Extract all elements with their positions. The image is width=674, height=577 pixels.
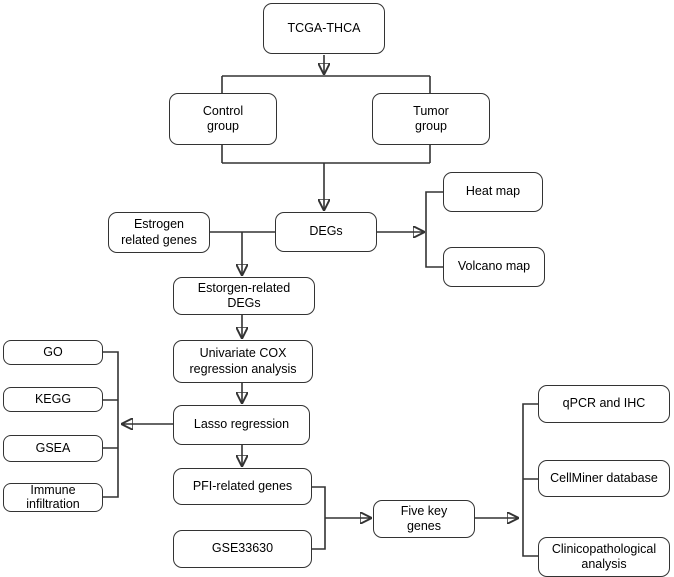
node-tumor-group-label: Tumor group <box>413 103 449 133</box>
node-kegg-label: KEGG <box>34 391 72 406</box>
node-volcano-map: Volcano map <box>443 247 545 287</box>
node-lasso-regression-label: Lasso regression <box>193 417 290 432</box>
node-tcga-thca-label: TCGA-THCA <box>287 20 361 35</box>
node-clinicopathological-analysis: Clinicopathological analysis <box>538 537 670 577</box>
node-qpcr-and-ihc-label: qPCR and IHC <box>562 396 646 411</box>
connector-pfi-gse-bracket <box>312 486 326 550</box>
node-pfi-related-genes: PFI-related genes <box>173 468 312 505</box>
node-go-label: GO <box>43 344 63 359</box>
node-univariate-cox: Univariate COX regression analysis <box>173 340 313 383</box>
node-tcga-thca: TCGA-THCA <box>263 3 385 54</box>
node-immune-infiltration-label: Immune infiltration <box>26 482 80 511</box>
node-gsea: GSEA <box>3 435 103 462</box>
node-go: GO <box>3 340 103 365</box>
node-cellminer-database-label: CellMiner database <box>550 470 658 485</box>
node-pfi-related-genes-label: PFI-related genes <box>192 478 293 493</box>
node-degs: DEGs <box>275 212 377 252</box>
node-degs-label: DEGs <box>309 224 343 239</box>
node-estrogen-related-genes-label: Estrogen related genes <box>121 217 197 247</box>
node-cellminer-database: CellMiner database <box>538 460 670 497</box>
node-heat-map-label: Heat map <box>465 184 521 199</box>
node-volcano-map-label: Volcano map <box>457 259 531 274</box>
connector-validation-bracket <box>522 403 538 557</box>
node-estorgen-related-degs: Estorgen-related DEGs <box>173 277 315 315</box>
node-five-key-genes-label: Five key genes <box>400 503 448 533</box>
node-lasso-regression: Lasso regression <box>173 405 310 445</box>
node-univariate-cox-label: Univariate COX regression analysis <box>189 346 297 376</box>
node-estorgen-related-degs-label: Estorgen-related DEGs <box>197 280 291 310</box>
node-gsea-label: GSEA <box>35 440 71 455</box>
node-control-group: Control group <box>169 93 277 145</box>
node-heat-map: Heat map <box>443 172 543 212</box>
node-clinicopathological-analysis-label: Clinicopathological analysis <box>551 541 657 571</box>
connector-maps-bracket <box>425 191 443 268</box>
node-kegg: KEGG <box>3 387 103 412</box>
connector-enrichment-bracket <box>103 351 119 498</box>
node-immune-infiltration: Immune infiltration <box>3 483 103 512</box>
node-qpcr-and-ihc: qPCR and IHC <box>538 385 670 423</box>
node-five-key-genes: Five key genes <box>373 500 475 538</box>
node-control-group-label: Control group <box>202 103 244 133</box>
node-gse33630: GSE33630 <box>173 530 312 568</box>
node-estrogen-related-genes: Estrogen related genes <box>108 212 210 253</box>
node-gse33630-label: GSE33630 <box>211 541 274 556</box>
node-tumor-group: Tumor group <box>372 93 490 145</box>
